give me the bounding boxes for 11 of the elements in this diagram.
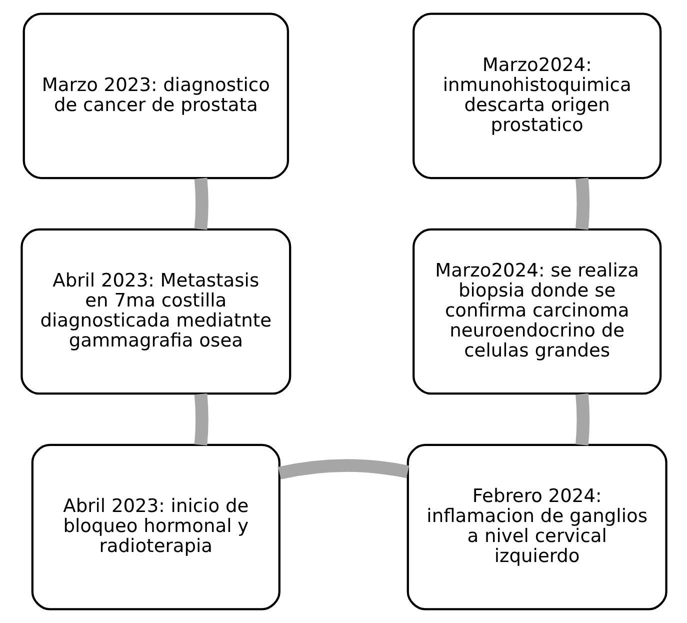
node-box: Abril 2023: inicio de bloqueo hormonal y radioterapia (30, 444, 280, 610)
connector (278, 459, 408, 480)
node-box: Marzo2024: se realiza biopsia donde se confirma carcinoma neuroendocrino de celulas grandes (412, 228, 662, 395)
connector (575, 178, 590, 230)
connector (575, 393, 590, 446)
connector (194, 393, 208, 446)
node-box: Marzo 2023: diagnostico de cancer de prostata (22, 12, 289, 180)
node-box: Febrero 2024: inflamacion de ganglios a nivel cervical izquierdo (406, 444, 667, 610)
node-box: Marzo2024: inmunohistoquimica descarta origen prostatico (412, 12, 662, 180)
connector (194, 178, 208, 230)
node-box: Abril 2023: Metastasis en 7ma costilla diagnosticada mediatnte gammagrafia osea (20, 228, 291, 395)
